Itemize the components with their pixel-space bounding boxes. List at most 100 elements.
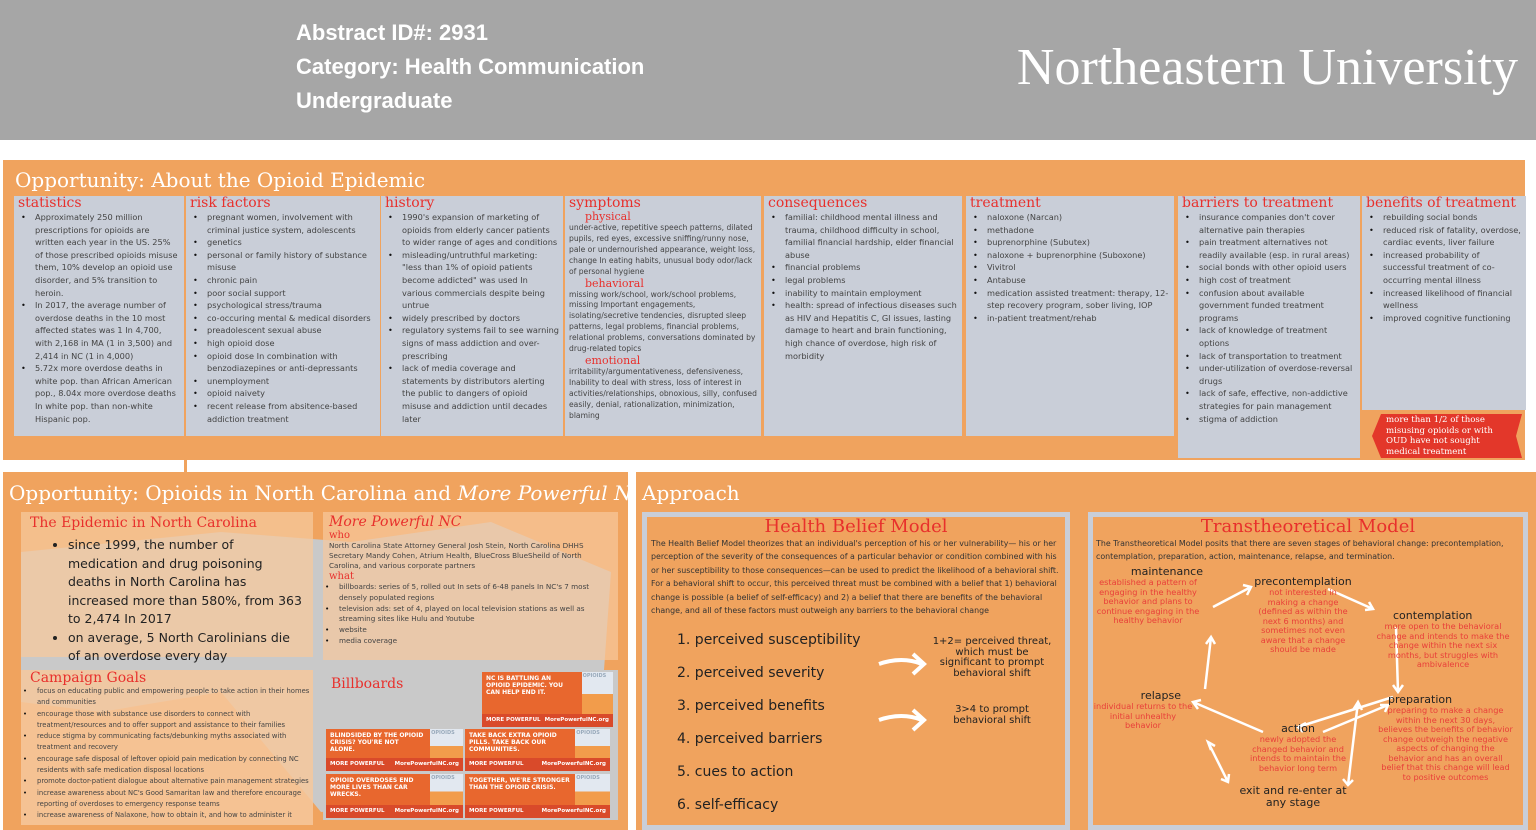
title-italic: More Powerful NC	[457, 481, 647, 505]
list-item: lack of media coverage and statements by…	[385, 362, 559, 425]
list-item: chronic pain	[190, 274, 376, 287]
bottle-label: OPIOIDS	[431, 775, 455, 781]
section-title: Approach	[642, 481, 740, 505]
list-item: poor social support	[190, 287, 376, 300]
bottle-label: OPIOIDS	[576, 730, 600, 736]
stage-name: precontemplation	[1254, 575, 1352, 588]
list-item: reduce stigma by communicating facts/deb…	[21, 731, 313, 754]
hbm-factor-list: 1. perceived susceptibility 2. perceived…	[677, 632, 861, 830]
list-item: on average, 5 North Carolinians die of a…	[68, 629, 303, 666]
column-history: history1990's expansion of marketing of …	[381, 195, 563, 436]
callout-banner: more than 1/2 of those misusing opioids …	[1372, 414, 1522, 458]
list-item: familial: childhood mental illness and t…	[768, 211, 958, 261]
list-item: Approximately 250 million prescriptions …	[18, 211, 180, 299]
stage-name: preparation	[1388, 693, 1453, 706]
billboard-headline: TOGETHER, WE'RE STRONGER THAN THE OPIOID…	[469, 777, 570, 791]
campaign-goals-panel: Campaign Goals focus on educating public…	[21, 670, 313, 825]
level: Undergraduate	[296, 88, 453, 113]
column-title: statistics	[18, 195, 82, 211]
list-item: increase awareness about NC's Good Samar…	[21, 788, 313, 811]
brand-logo: MORE POWERFUL	[469, 761, 524, 767]
list-item: pain treatment alternatives not readily …	[1182, 236, 1356, 261]
billboard: OPIOIDS BLINDSIDED BY THE OPIOID CRISIS? …	[326, 729, 463, 771]
billboard: OPIOIDS OPIOID OVERDOSES END MORE LIVES T…	[326, 774, 463, 818]
list-item: genetics	[190, 236, 376, 249]
list-item: 5. cues to action	[677, 764, 794, 780]
list-item: opioid naivety	[190, 387, 376, 400]
list-item: confusion about available government fun…	[1182, 287, 1356, 325]
billboard-footer: MORE POWERFUL MorePowerfulNC.org	[465, 758, 610, 771]
hbm-note-benefits: 3>4 to prompt behavioral shift	[953, 704, 1031, 726]
brand-logo: MORE POWERFUL	[330, 808, 385, 814]
list-item: stigma of addiction	[1182, 413, 1356, 426]
list-item: methadone	[970, 224, 1170, 237]
arrow-icon	[878, 652, 927, 732]
stage-cycle-arrows	[1190, 583, 1405, 787]
list-item: lack of transportation to treatment	[1182, 350, 1356, 363]
column-list: rebuilding social bondsreduced risk of f…	[1366, 211, 1522, 324]
list-item: inability to maintain employment	[768, 287, 958, 300]
billboard-headline: OPIOID OVERDOSES END MORE LIVES THAN CAR…	[330, 777, 414, 798]
list-item: misleading/untruthful marketing: "less t…	[385, 249, 559, 312]
list-item: since 1999, the number of medication and…	[68, 536, 303, 629]
ttm-description: The Transtheoretical Model posits that t…	[1096, 539, 1504, 562]
more-powerful-nc-panel: More Powerful NC who North Carolina Stat…	[323, 512, 618, 660]
list-item: reduced risk of fatality, overdose, card…	[1366, 224, 1522, 249]
university-logo: Northeastern University	[1016, 39, 1518, 96]
list-item: 2. perceived severity	[677, 665, 825, 681]
panel-title: Billboards	[331, 676, 404, 692]
symptom-group-text: missing work/school, work/school problem…	[569, 289, 756, 354]
stage-description: newly adopted the changed behavior and i…	[1250, 734, 1346, 773]
hbm-title: Health Belief Model	[764, 516, 948, 537]
symptom-group-text: irritability/argumentativeness, defensiv…	[569, 366, 757, 420]
list-item: focus on educating public and empowering…	[21, 686, 313, 709]
stage-description: established a pattern of engaging in the…	[1096, 577, 1200, 625]
list-item: encourage safe disposal of leftover opio…	[21, 754, 313, 777]
stage-name: relapse	[1140, 689, 1181, 702]
list-item: 4. perceived barriers	[677, 731, 823, 747]
list-item: opioid dose In combination with benzodia…	[190, 350, 376, 375]
list-item: social bonds with other opioid users	[1182, 261, 1356, 274]
list-item: naloxone (Narcan)	[970, 211, 1170, 224]
brand-logo: MORE POWERFUL	[486, 717, 541, 723]
list-item: financial problems	[768, 261, 958, 274]
list-item: lack of knowledge of treatment options	[1182, 324, 1356, 349]
website-url: MorePowerfulNC.org	[394, 808, 459, 814]
billboard-footer: MORE POWERFUL MorePowerfulNC.org	[326, 805, 463, 818]
stage-description: more open to the behavioral change and i…	[1376, 621, 1510, 669]
stage-description: individual returns to the initial unheal…	[1093, 701, 1193, 730]
column-title: benefits of treatment	[1366, 195, 1516, 211]
column-benefits-of-treatment: benefits of treatmentrebuilding social b…	[1362, 195, 1526, 410]
list-item: insurance companies don't cover alternat…	[1182, 211, 1356, 236]
list-item: high cost of treatment	[1182, 274, 1356, 287]
bottle-label: OPIOIDS	[582, 673, 607, 679]
stage-name: maintenance	[1130, 565, 1203, 578]
list-item: television ads: set of 4, played on loca…	[323, 604, 618, 626]
list-item: preadolescent sexual abuse	[190, 324, 376, 337]
approach-section: Approach Health Belief Model The Health …	[636, 472, 1536, 830]
stage-description: not interested in making a change (defin…	[1258, 587, 1348, 654]
list-item: media coverage	[323, 636, 618, 647]
list-item: regulatory systems fail to see warning s…	[385, 324, 559, 362]
website-url: MorePowerfulNC.org	[541, 761, 606, 767]
column-title: barriers to treatment	[1182, 195, 1334, 211]
billboard-headline: BLINDSIDED BY THE OPIOID CRISIS? YOU'RE …	[330, 732, 424, 753]
column-title: symptoms	[569, 195, 641, 211]
symptom-group-title: behavioral	[585, 276, 644, 290]
bottle-label: OPIOIDS	[431, 730, 455, 736]
column-list: Approximately 250 million prescriptions …	[18, 211, 180, 425]
list-item: 6. self-efficacy	[677, 797, 779, 813]
brand-logo: MORE POWERFUL	[330, 761, 385, 767]
stage-name: contemplation	[1393, 609, 1473, 622]
list-item: 1990's expansion of marketing of opioids…	[385, 211, 559, 249]
list-item: pregnant women, involvement with crimina…	[190, 211, 376, 236]
